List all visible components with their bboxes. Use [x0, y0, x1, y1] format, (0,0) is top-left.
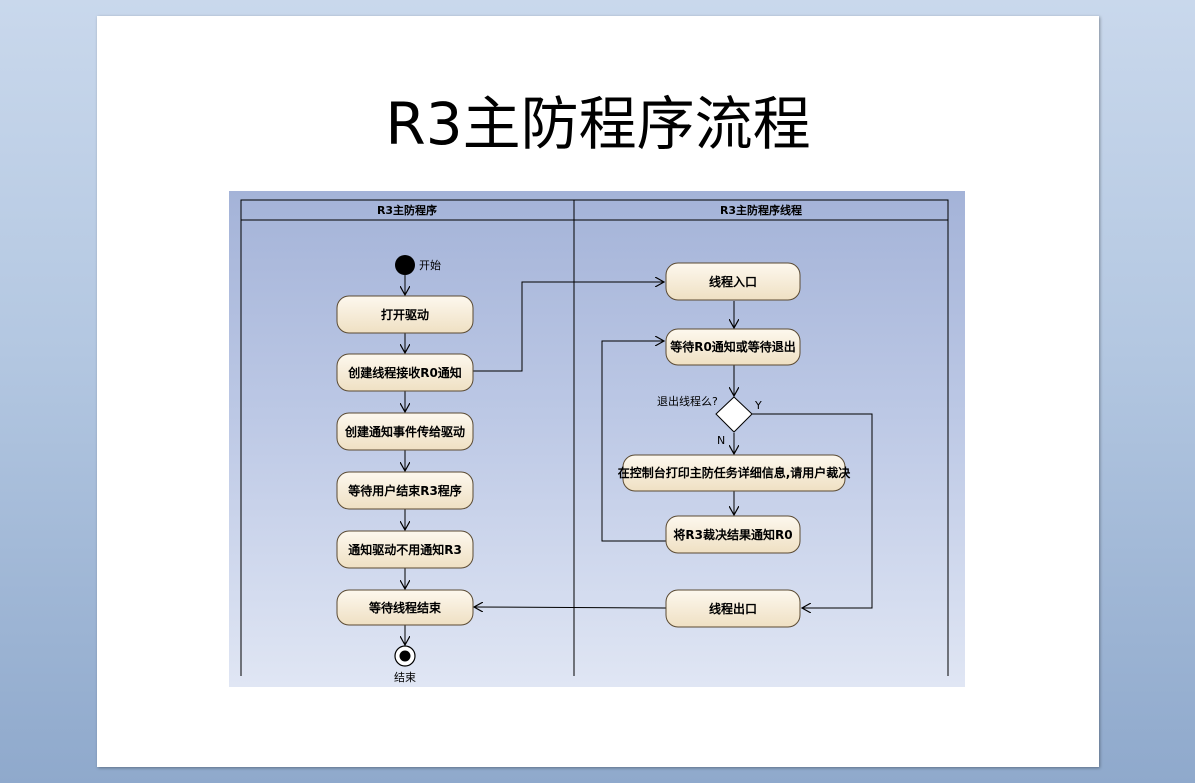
- activity-diagram: R3主防程序 R3主防程序线程 开始: [229, 191, 965, 687]
- right-node-label: 等待R0通知或等待退出: [669, 339, 796, 354]
- decision-no-label: N: [717, 434, 725, 447]
- left-node-label: 通知驱动不用通知R3: [348, 542, 462, 557]
- decision-diamond: [715, 396, 753, 433]
- left-node-open-driver: 打开驱动: [336, 295, 474, 334]
- diagram-canvas: R3主防程序 R3主防程序线程 开始: [240, 199, 949, 684]
- right-node-wait-notify: 等待R0通知或等待退出: [665, 328, 801, 366]
- right-node-thread-exit: 线程出口: [665, 589, 801, 628]
- decision-question: 退出线程么?: [657, 394, 718, 408]
- lane-header-left: R3主防程序: [377, 203, 437, 217]
- left-node-label: 创建线程接收R0通知: [347, 365, 462, 380]
- lane-header-right: R3主防程序线程: [720, 203, 802, 217]
- right-node-notify-r0: 将R3裁决结果通知R0: [665, 515, 801, 554]
- swimlane-frame: R3主防程序 R3主防程序线程: [240, 199, 949, 676]
- end-node-inner: [399, 650, 411, 662]
- slide-title: R3主防程序流程: [385, 90, 811, 158]
- arrow-create-thread-to-thread-entry: [473, 282, 664, 372]
- arrow-exit-to-wait-thread: [474, 607, 667, 608]
- right-node-label: 线程入口: [709, 274, 757, 289]
- lane-header-band: [240, 199, 949, 221]
- start-node: [395, 255, 415, 275]
- decision-yes-label: Y: [754, 399, 762, 412]
- right-node-print-info: 在控制台打印主防任务详细信息,请用户裁决: [618, 454, 852, 492]
- left-node-wait-thread: 等待线程结束: [336, 589, 474, 626]
- left-node-label: 打开驱动: [381, 307, 429, 322]
- arrow-notify-r0-loop-back: [601, 341, 666, 542]
- end-label: 结束: [394, 671, 416, 684]
- left-node-create-event: 创建通知事件传给驱动: [336, 412, 474, 451]
- left-node-wait-user: 等待用户结束R3程序: [336, 471, 474, 510]
- right-node-label: 将R3裁决结果通知R0: [673, 527, 792, 542]
- left-node-label: 等待用户结束R3程序: [347, 483, 462, 498]
- left-node-notify-driver: 通知驱动不用通知R3: [336, 530, 474, 569]
- arrow-decision-yes-to-exit: [752, 413, 873, 608]
- left-node-label: 创建通知事件传给驱动: [344, 424, 465, 439]
- left-node-label: 等待线程结束: [368, 600, 442, 615]
- right-node-label: 在控制台打印主防任务详细信息,请用户裁决: [618, 465, 852, 480]
- left-node-create-thread: 创建线程接收R0通知: [336, 353, 474, 392]
- start-label: 开始: [419, 258, 441, 272]
- right-node-label: 线程出口: [709, 601, 757, 616]
- right-node-thread-entry: 线程入口: [665, 262, 801, 301]
